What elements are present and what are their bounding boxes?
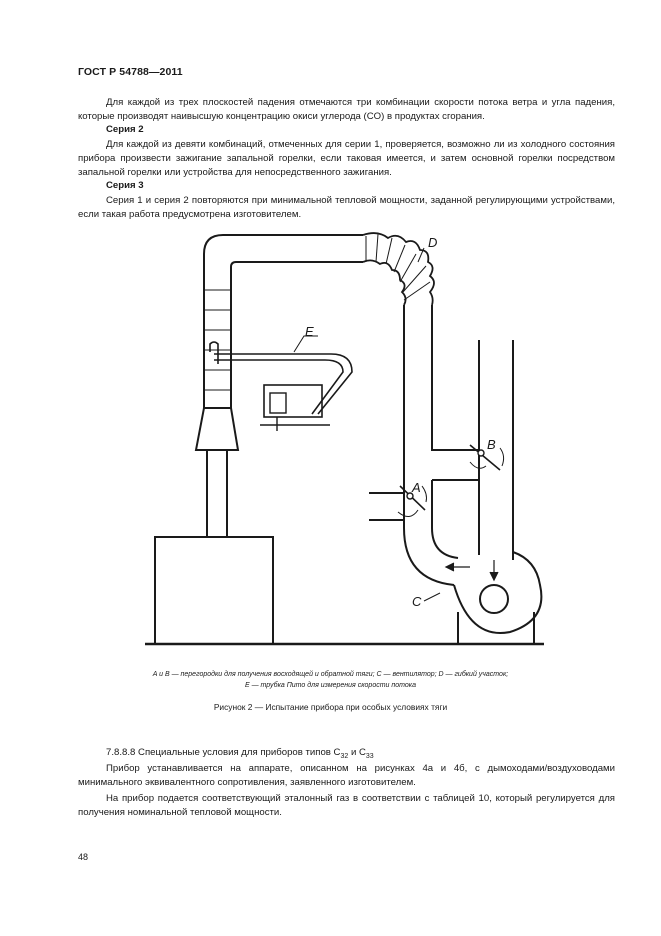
document-header: ГОСТ Р 54788—2011 xyxy=(78,66,183,78)
figure-legend-line2: E — трубка Пито для измерения скорости п… xyxy=(245,682,416,689)
section-title: Специальные условия для приборов типов C… xyxy=(138,747,374,760)
label-b: B xyxy=(487,437,496,452)
label-d: D xyxy=(428,235,437,250)
manometer xyxy=(263,384,323,418)
label-a: A xyxy=(411,480,421,495)
paragraph-series3: Серия 1 и серия 2 повторяются при минима… xyxy=(78,195,615,220)
fan-housing xyxy=(453,551,543,634)
section-number: 7.8.8.8 xyxy=(106,747,136,758)
figure-legend-line1: A и B — перегородки для получения восход… xyxy=(152,671,509,678)
draft-diverter xyxy=(194,407,240,451)
label-c: C xyxy=(412,594,422,609)
fan-stand xyxy=(457,612,535,645)
page-number: 48 xyxy=(78,852,89,862)
section-heading: 7.8.8.8 Специальные условия для приборов… xyxy=(78,746,615,764)
series-3-title: Серия 3 xyxy=(106,180,144,191)
pitot-tube xyxy=(214,353,353,415)
duct-outer-wall xyxy=(203,234,363,408)
appliance-box xyxy=(154,536,274,645)
flexible-section-inner xyxy=(362,259,407,306)
paragraph-installation: Прибор устанавливается на аппарате, опис… xyxy=(78,763,615,788)
right-duct-left-wall xyxy=(403,305,455,586)
label-e: E xyxy=(305,324,314,339)
series-2-title: Серия 2 xyxy=(106,124,144,135)
right-duct-right-wall xyxy=(431,305,479,451)
flexible-section-outer xyxy=(362,232,435,306)
right-duct-inner xyxy=(431,480,459,559)
duct-inner-wall xyxy=(230,261,363,408)
fan-rotor xyxy=(479,584,509,614)
damper-b xyxy=(469,444,501,471)
paragraph-series2: Для каждой из девяти комбинаций, отмечен… xyxy=(78,139,615,178)
paragraph-reference-gas: На прибор подается соответствующий этало… xyxy=(78,793,615,818)
figure-caption: Рисунок 2 — Испытание прибора при особых… xyxy=(213,702,448,712)
paragraph-series1-result: Для каждой из трех плоскостей падения от… xyxy=(78,97,615,122)
